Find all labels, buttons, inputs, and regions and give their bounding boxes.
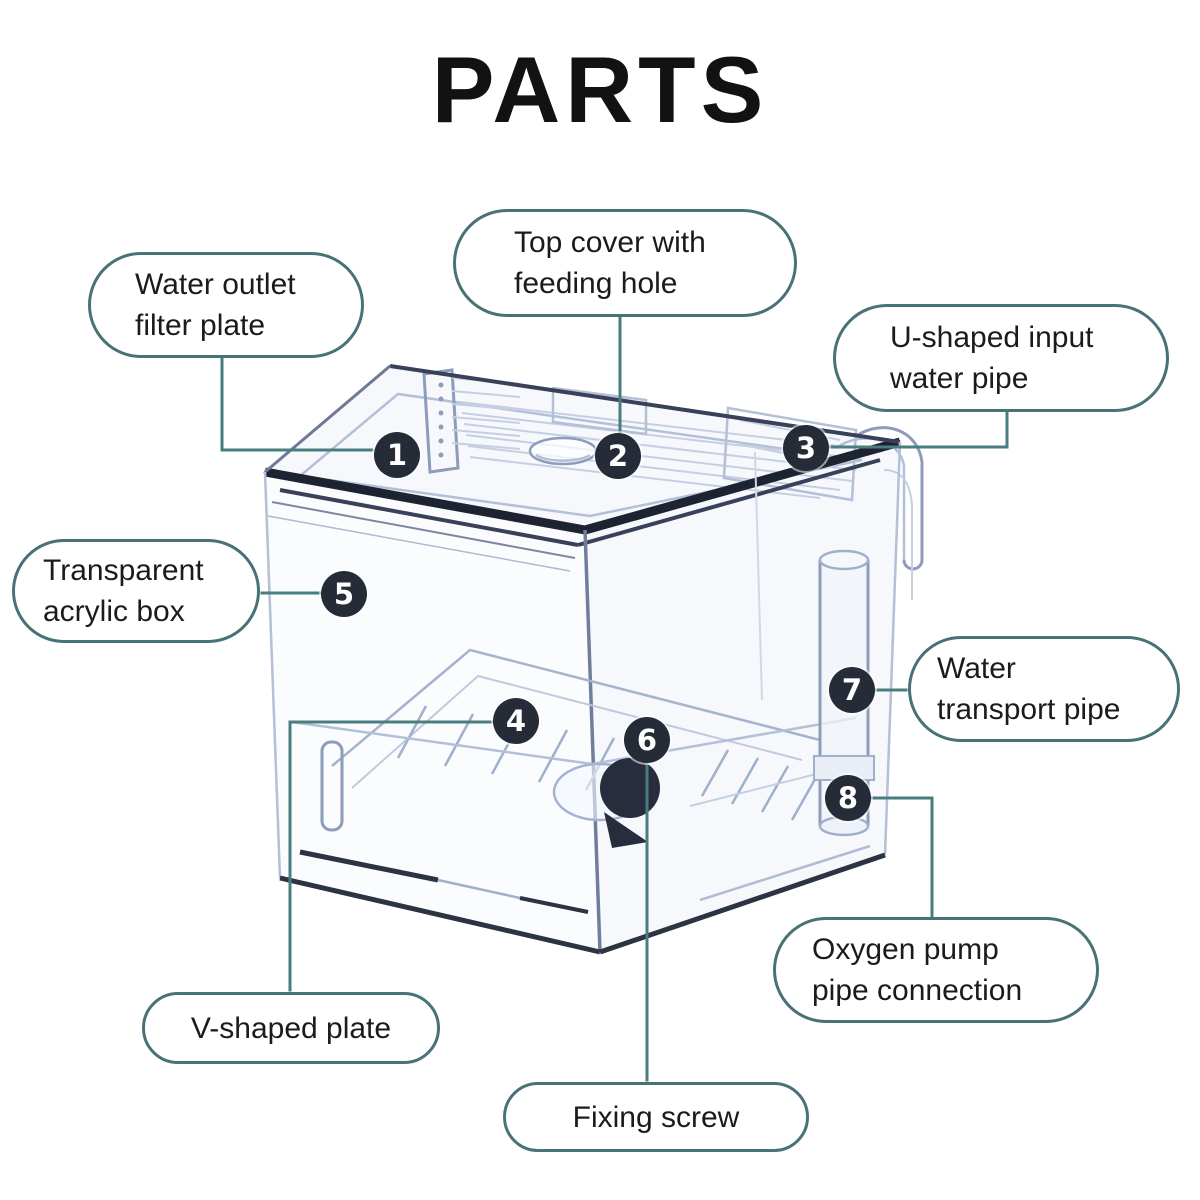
rim-frame-right [577, 458, 881, 547]
leader-line-8 [868, 796, 934, 918]
label-oxygen-pump-pipe-connection: Oxygen pump pipe connection [773, 917, 1099, 1023]
part-marker-8: 8 [825, 775, 871, 821]
label-water-outlet-filter-plate: Water outlet filter plate [88, 252, 364, 358]
part-label-text: Water transport pipe [937, 652, 1121, 726]
right-vertical-edge [883, 441, 902, 856]
interior-corner-line [754, 451, 763, 701]
screw-shadow [604, 812, 648, 848]
page-title: PARTS [431, 37, 769, 142]
part-label-text: U-shaped input water pipe [890, 321, 1094, 395]
part-label-text: Transparent acrylic box [43, 554, 204, 628]
left-top-rim [264, 364, 391, 474]
feeding-hole-inner [535, 453, 591, 462]
right-top-rim [583, 437, 902, 535]
label-fixing-screw: Fixing screw [503, 1082, 809, 1152]
label-transparent-acrylic-box: Transparent acrylic box [12, 539, 260, 643]
part-label-text: Fixing screw [572, 1100, 740, 1134]
part-marker-4: 4 [493, 698, 539, 744]
v-plate-hatch-right [700, 749, 820, 821]
u-pipe-extra [883, 469, 913, 600]
filter-plate-dots [438, 382, 444, 458]
cover-divider-wall [551, 386, 648, 436]
v-plate-edge-1 [331, 648, 821, 767]
label-u-shaped-input-water-pipe: U-shaped input water pipe [833, 304, 1169, 412]
label-top-cover-feeding-hole: Top cover with feeding hole [453, 209, 797, 317]
front-reflection-2 [267, 515, 571, 572]
part-marker-7: 7 [829, 667, 875, 713]
part-marker-2: 2 [595, 433, 641, 479]
part-marker-1: 1 [374, 432, 420, 478]
leader-line-3 [828, 410, 1009, 449]
part-label-text: Top cover with feeding hole [514, 226, 706, 300]
label-water-transport-pipe: Water transport pipe [908, 636, 1180, 742]
rim-frame-front [279, 488, 579, 547]
tray-bottom-dark-1 [299, 849, 439, 883]
transport-pipe-top [818, 549, 870, 571]
screw-knob [600, 758, 660, 818]
part-marker-6: 6 [624, 717, 670, 763]
part-marker-3: 3 [783, 425, 829, 471]
near-vertical-edge [583, 529, 602, 953]
part-label-text: V-shaped plate [190, 1011, 392, 1045]
u-pipe-outer [855, 426, 924, 560]
filter-plate-column [422, 368, 460, 474]
v-plate-edge-2 [351, 674, 803, 789]
bottom-front-edge [279, 875, 601, 955]
part-label-text: Oxygen pump pipe connection [812, 933, 1023, 1007]
left-vertical-edge [263, 471, 282, 879]
part-marker-5: 5 [321, 571, 367, 617]
tray-bottom-dark-2 [519, 896, 589, 914]
leader-line-1 [220, 356, 374, 452]
tray-bottom-light [437, 878, 521, 900]
front-top-rim [264, 467, 586, 535]
top-cover-inset [297, 392, 863, 518]
label-v-shaped-plate: V-shaped plate [142, 992, 440, 1064]
tray-slot [320, 740, 344, 832]
front-reflection-1 [271, 501, 576, 559]
tray-right-edge-2 [699, 844, 871, 902]
hanging-bracket [722, 406, 858, 502]
leader-line-4 [288, 720, 494, 992]
part-label-text: Water outlet filter plate [135, 268, 296, 342]
